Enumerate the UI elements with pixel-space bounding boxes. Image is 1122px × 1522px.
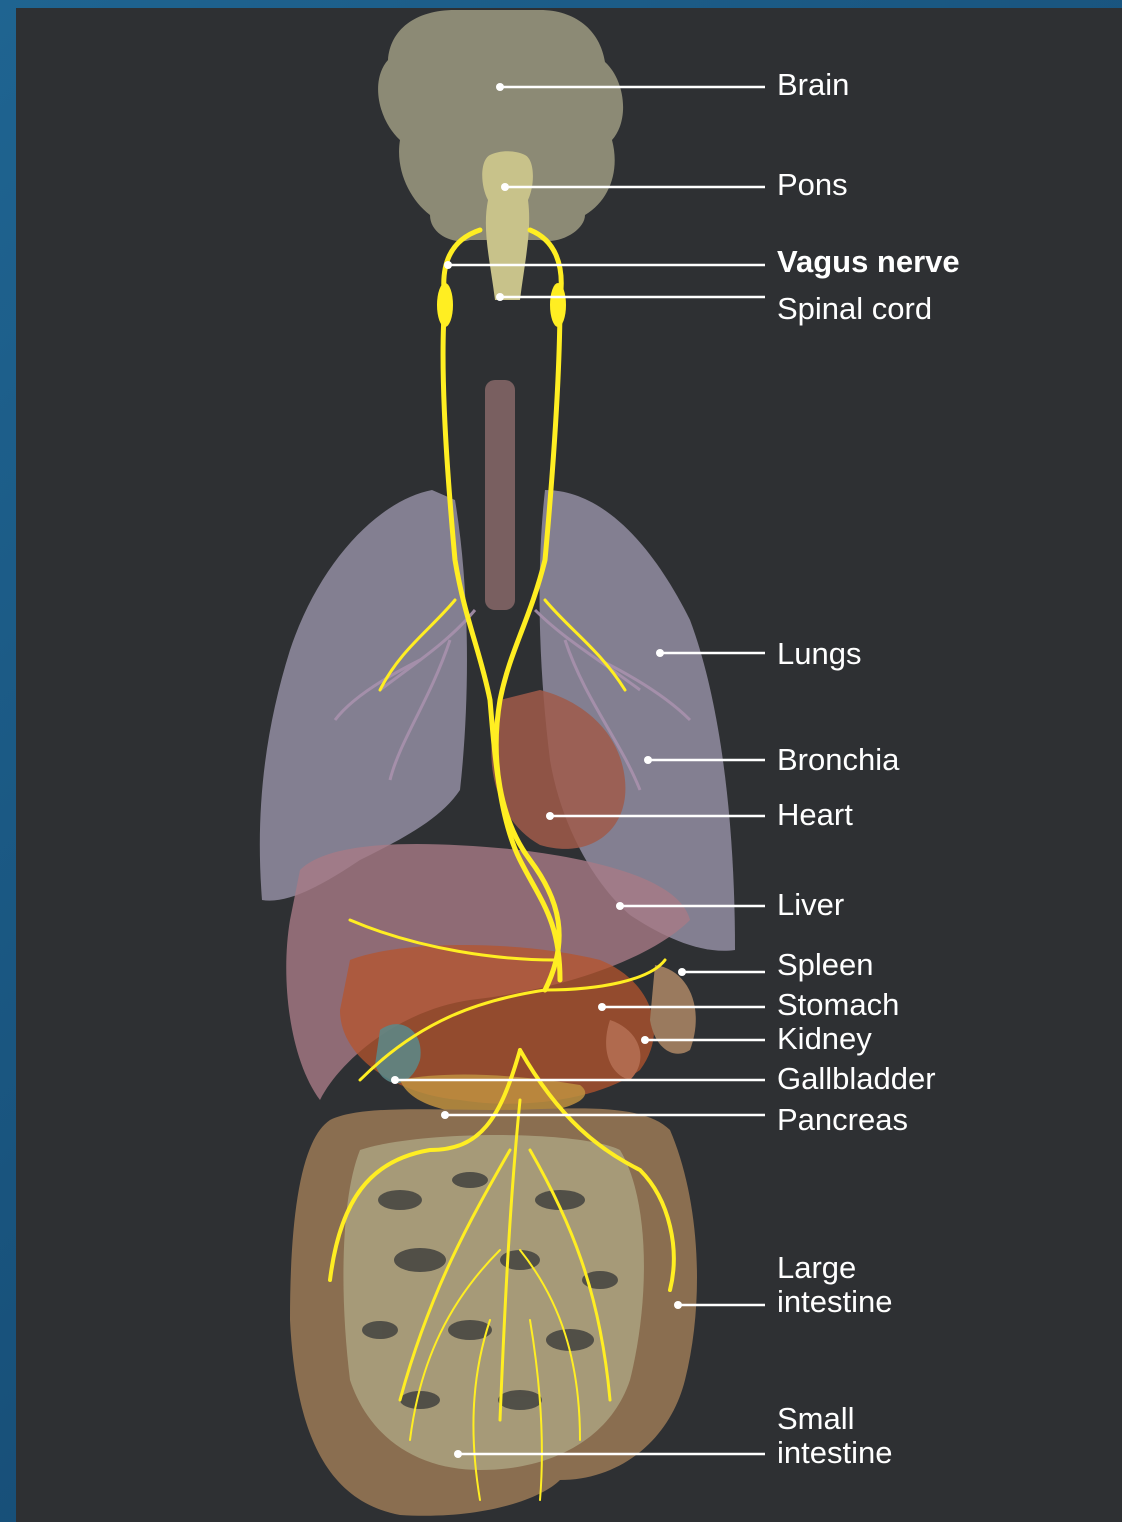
- label-brain: Brain: [777, 68, 849, 102]
- label-pancreas: Pancreas: [777, 1103, 908, 1137]
- label-lungs: Lungs: [777, 637, 861, 671]
- label-large-intestine-line2: intestine: [777, 1285, 892, 1319]
- label-spleen: Spleen: [777, 948, 874, 982]
- label-spinal-cord: Spinal cord: [777, 292, 932, 326]
- label-kidney: Kidney: [777, 1022, 872, 1056]
- label-vagus-nerve: Vagus nerve: [777, 245, 960, 279]
- label-pons: Pons: [777, 168, 848, 202]
- left-lung-shape: [260, 490, 467, 901]
- label-stomach: Stomach: [777, 988, 899, 1022]
- right-ganglion: [550, 283, 566, 327]
- small-intestine-shape: [343, 1135, 644, 1470]
- label-liver: Liver: [777, 888, 844, 922]
- label-small-intestine-line2: intestine: [777, 1436, 892, 1470]
- trachea-shape: [485, 380, 515, 610]
- left-ganglion: [437, 283, 453, 327]
- label-heart: Heart: [777, 798, 853, 832]
- label-small-intestine-line1: Small: [777, 1402, 855, 1436]
- label-bronchia: Bronchia: [777, 743, 899, 777]
- label-large-intestine-line1: Large: [777, 1251, 856, 1285]
- label-gallbladder: Gallbladder: [777, 1062, 936, 1096]
- pons-shape: [482, 151, 533, 300]
